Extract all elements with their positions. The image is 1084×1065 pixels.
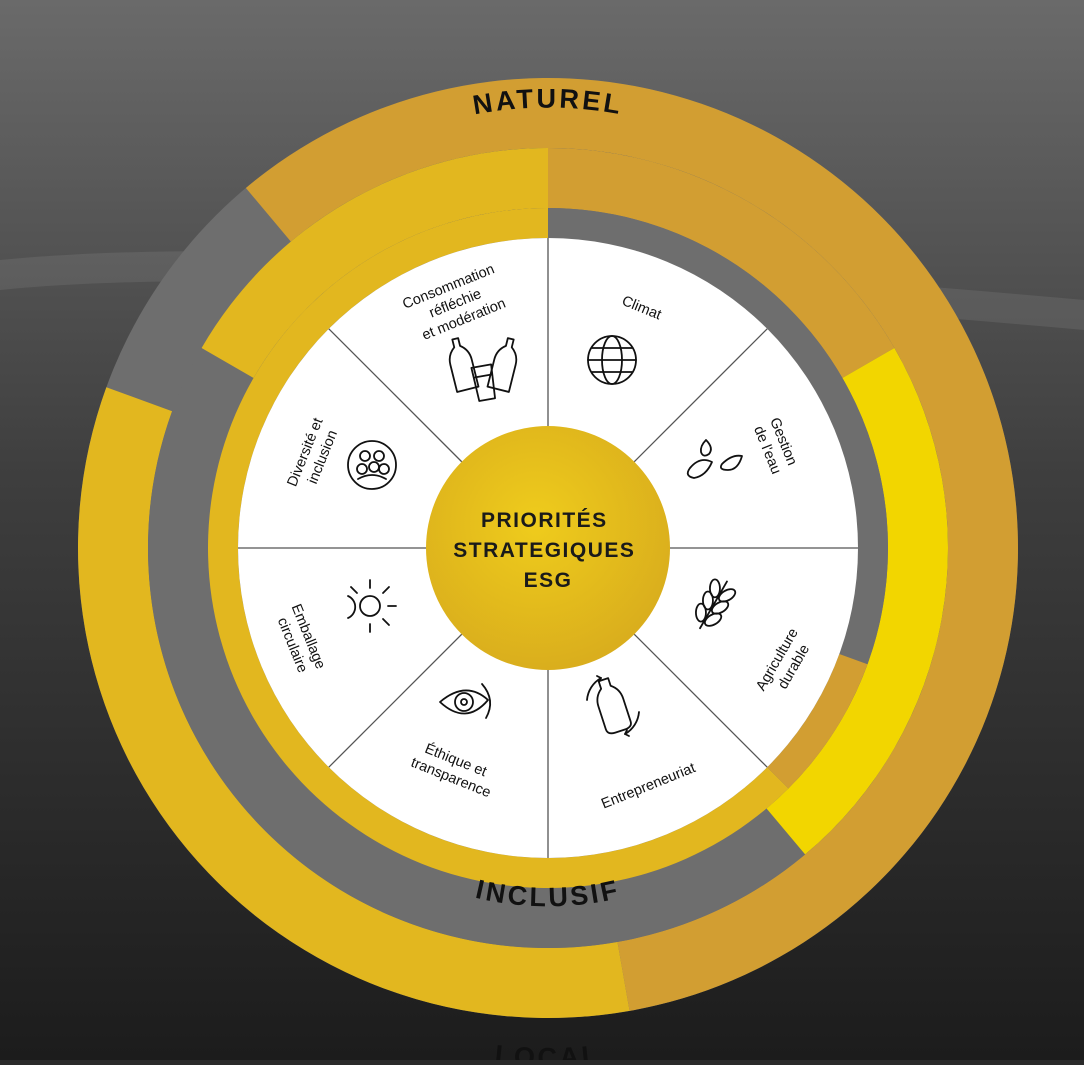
- center-disc: [426, 426, 670, 670]
- segment-divider: [328, 328, 463, 463]
- bottles-glass-icon: [448, 337, 518, 402]
- segment-divider: [633, 328, 768, 463]
- water-drops-icon: [686, 439, 743, 479]
- segment-dividers: [238, 238, 858, 858]
- ring-inclusif-dark-segment: [767, 654, 868, 789]
- globe-icon: [587, 335, 637, 385]
- segment-divider: [328, 633, 463, 768]
- bottle-cycle-icon: [586, 675, 640, 737]
- center-title: PRIORITÉS STRATEGIQUES ESG: [453, 509, 642, 592]
- eye-icon: [439, 683, 492, 719]
- sun-icon: [347, 579, 397, 633]
- wheat-icon: [695, 578, 737, 630]
- ring-naturel-inner-bright: [766, 348, 948, 855]
- people-circle-icon: [347, 440, 397, 490]
- ring-local-segment: [77, 387, 630, 1019]
- ring-inclusif-segment: [208, 208, 789, 888]
- ring-naturel-segment: [245, 78, 1018, 1011]
- ring-naturel-inner-yellow: [201, 148, 548, 378]
- ring-naturel-inner-dark: [548, 148, 895, 378]
- segment-divider: [633, 633, 768, 768]
